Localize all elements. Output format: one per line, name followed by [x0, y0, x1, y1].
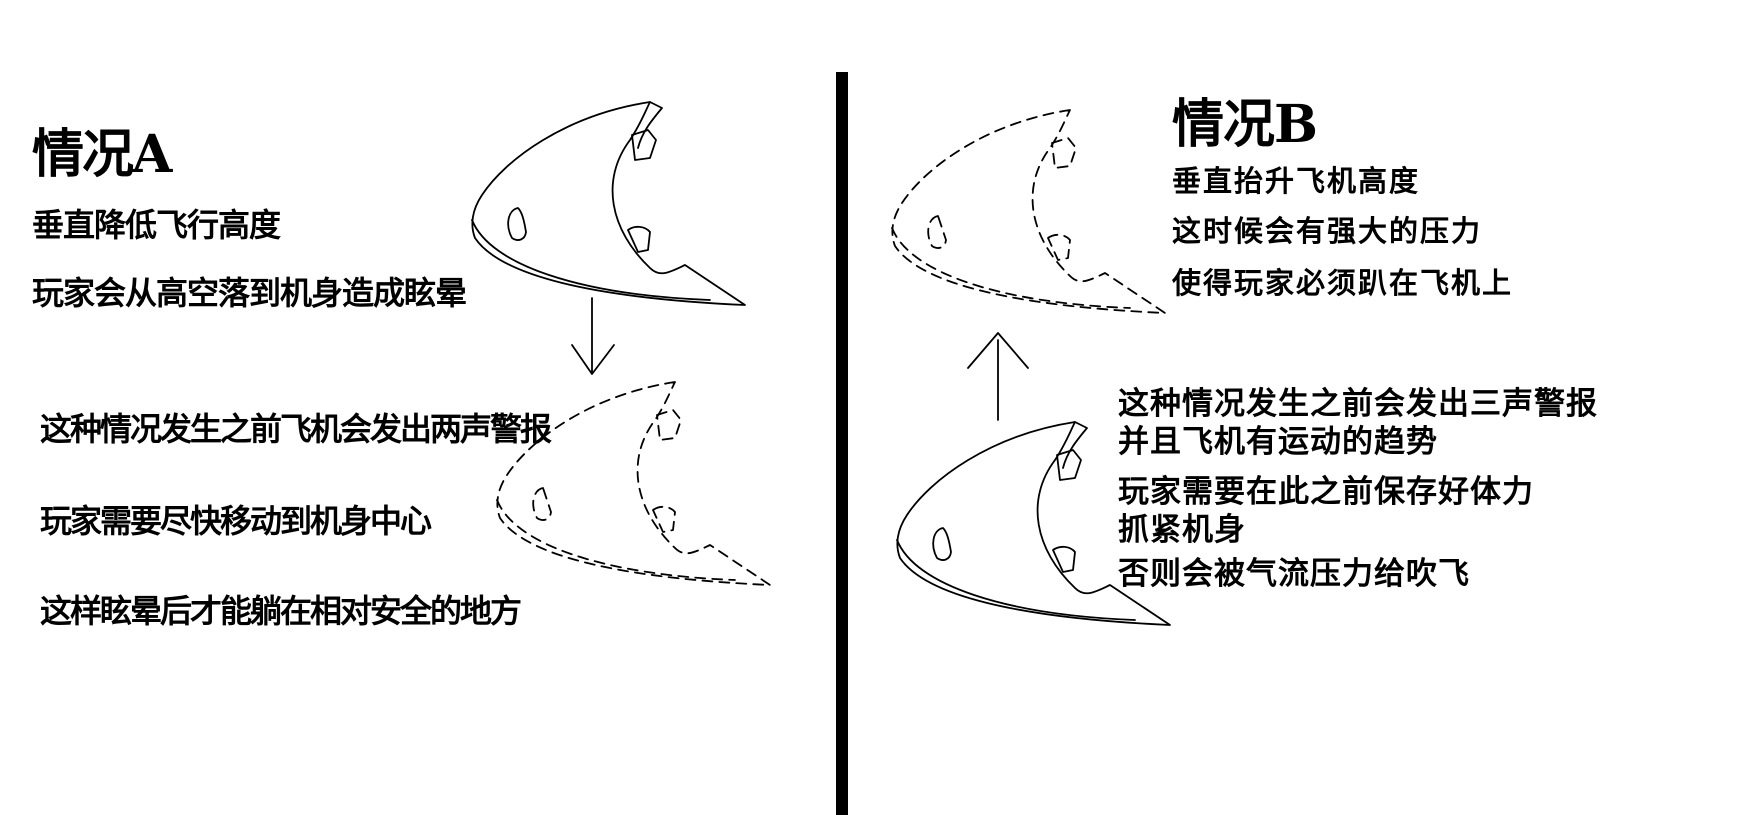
situation-b-warning-4: 抓紧机身	[1118, 512, 1246, 548]
situation-b-warning-5: 否则会被气流压力给吹飞	[1118, 556, 1470, 592]
situation-b-title: 情况B	[1172, 94, 1318, 155]
aircraft-platform-a-dashed	[496, 381, 771, 586]
aircraft-platform-b-solid	[896, 421, 1171, 626]
situation-a-warning-1: 这种情况发生之前飞机会发出两声警报	[40, 410, 552, 448]
situation-a-line-2: 玩家会从高空落到机身造成眩晕	[32, 274, 467, 312]
center-divider	[836, 72, 848, 815]
situation-b-warning-1: 这种情况发生之前会发出三声警报	[1118, 386, 1598, 422]
situation-b-line-2: 这时候会有强大的压力	[1172, 214, 1483, 248]
situation-b-line-1: 垂直抬升飞机高度	[1172, 164, 1421, 198]
situation-b-line-3: 使得玩家必须趴在飞机上	[1172, 266, 1514, 300]
situation-a-warning-2: 玩家需要尽快移动到机身中心	[40, 502, 432, 540]
situation-a-warning-3: 这样眩晕后才能躺在相对安全的地方	[40, 592, 522, 630]
situation-a-line-1: 垂直降低飞行高度	[32, 206, 281, 244]
situation-b-warning-2: 并且飞机有运动的趋势	[1118, 424, 1438, 460]
down-arrow-icon	[571, 297, 615, 375]
aircraft-platform-b-dashed	[891, 109, 1166, 314]
aircraft-platform-a-solid	[471, 101, 746, 306]
situation-a-title: 情况A	[32, 124, 172, 185]
situation-b-warning-3: 玩家需要在此之前保存好体力	[1118, 474, 1534, 510]
up-arrow-icon	[967, 332, 1029, 421]
